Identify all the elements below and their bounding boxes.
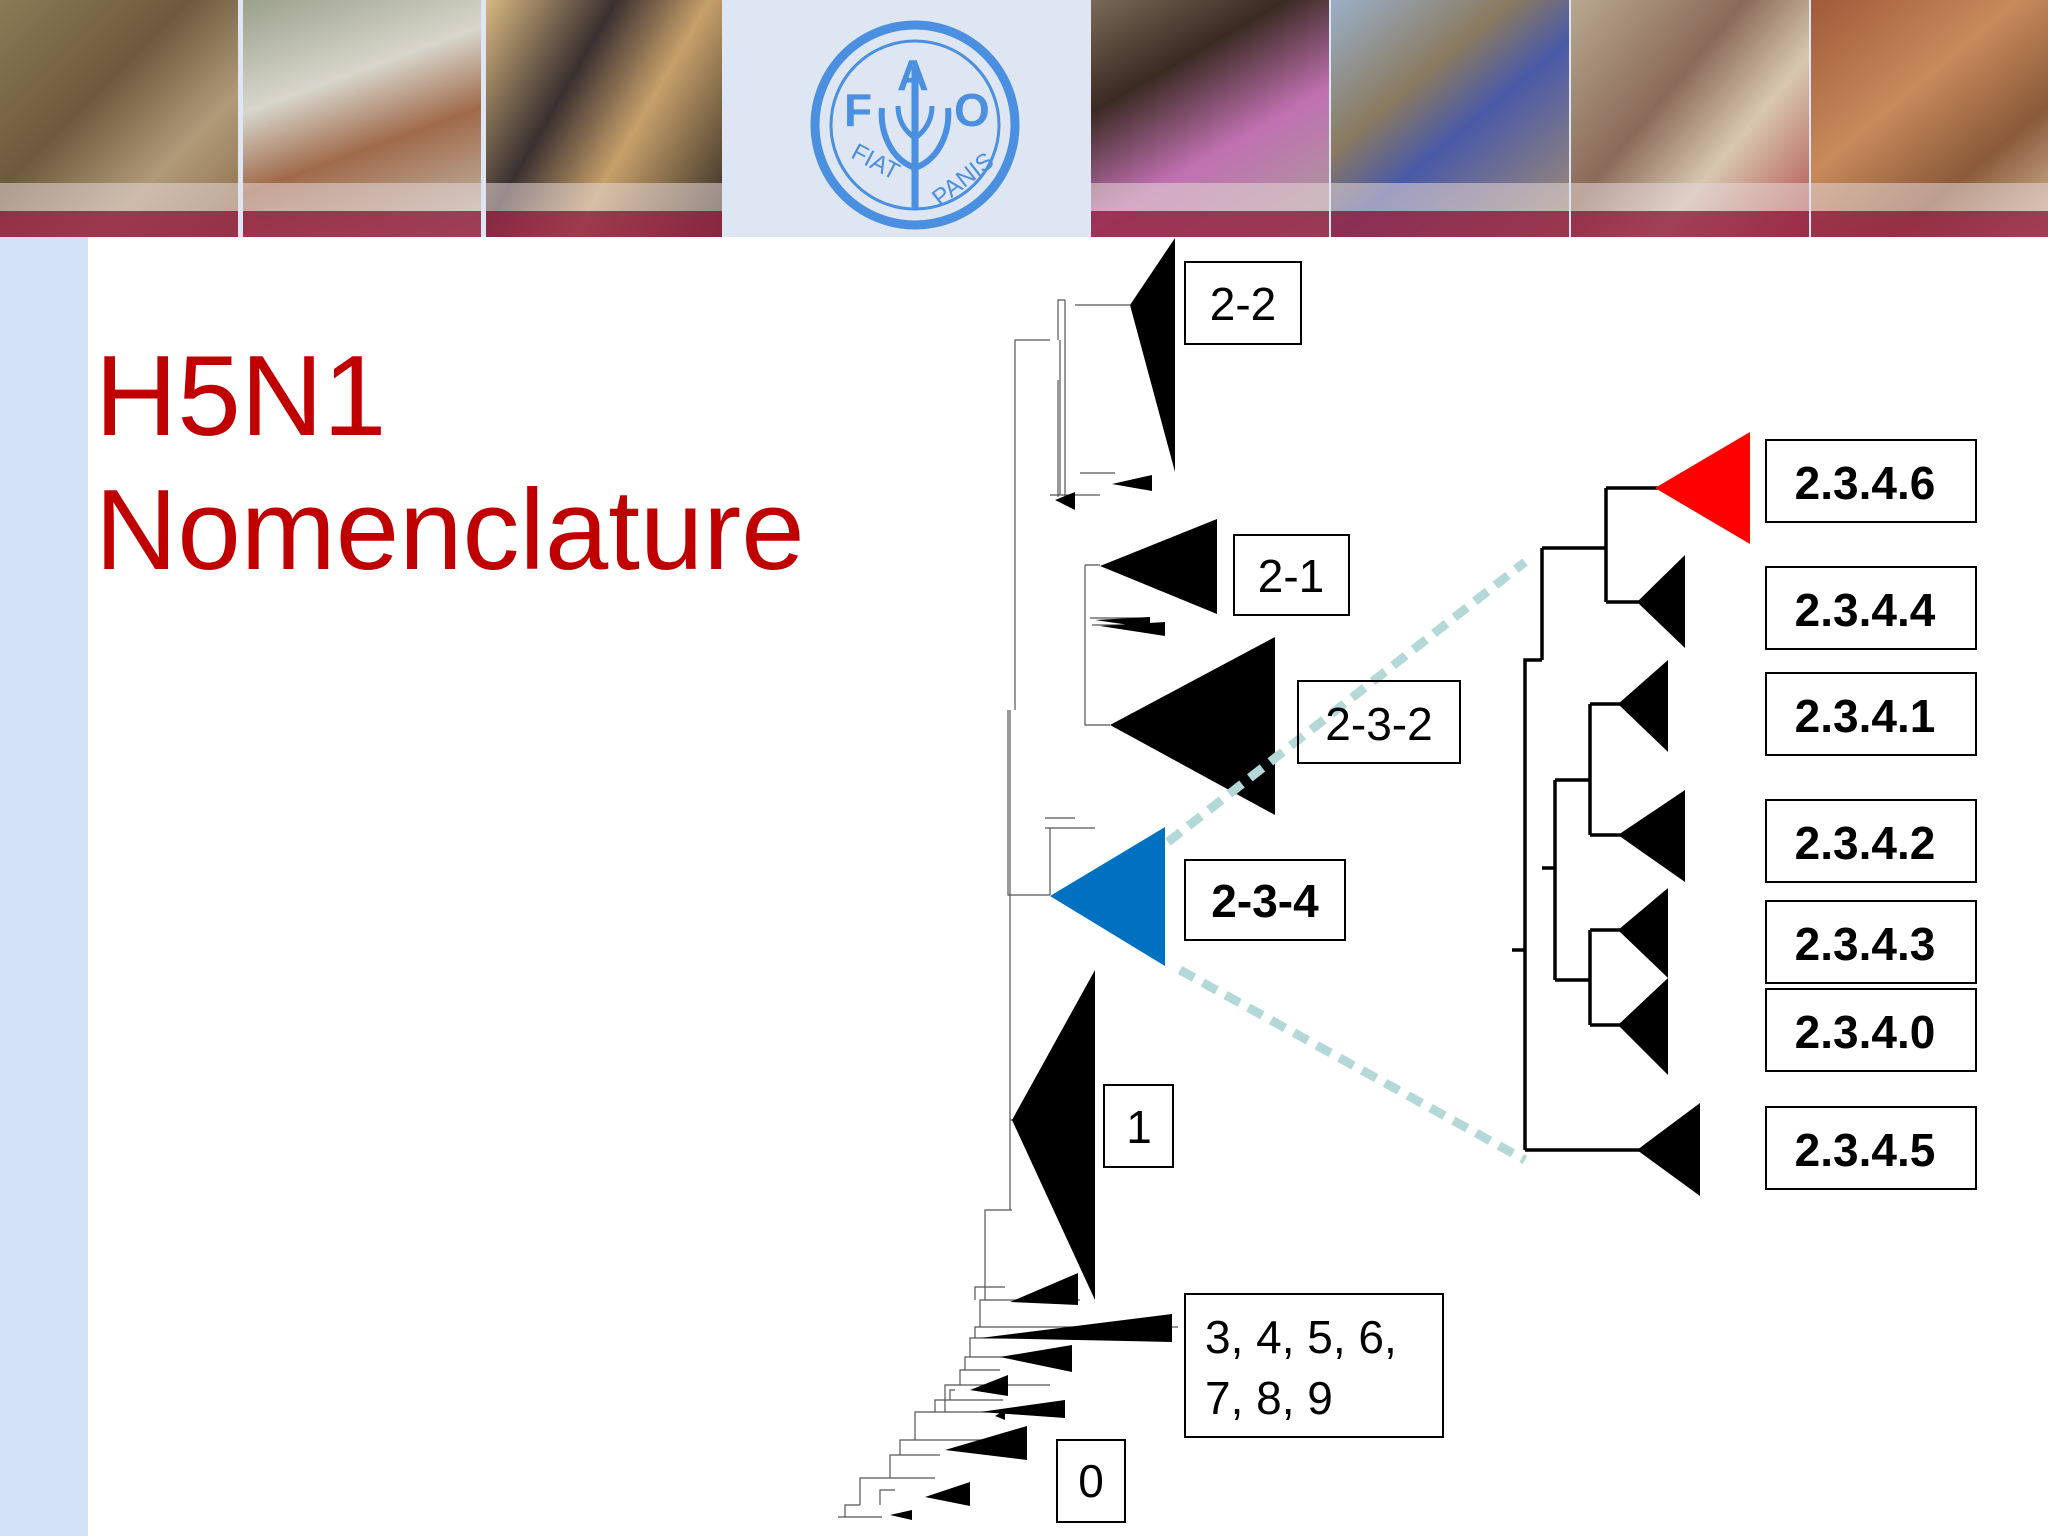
wedge-2.3.4.1 <box>1618 660 1668 752</box>
clade-label-2-3-4: 2-3-4 <box>1211 875 1319 927</box>
subclade-label-2.3.4.1: 2.3.4.1 <box>1795 690 1936 742</box>
wedge-0 <box>925 1482 970 1506</box>
wedge-2-3-4-highlighted <box>1050 827 1165 966</box>
wedge-2.3.4.6 <box>1655 432 1750 544</box>
wedge-2-3-2 <box>1110 637 1275 815</box>
clade-label-2-3-2: 2-3-2 <box>1325 698 1432 750</box>
subclade-label-2.3.4.3: 2.3.4.3 <box>1795 918 1936 970</box>
wedge-2-1-small-b <box>1100 622 1165 636</box>
subtree-clade-labels: 2.3.4.6 2.3.4.4 2.3.4.1 2.3.4.2 2.3.4.3 … <box>1766 440 1976 1189</box>
wedge-2.3.4.0 <box>1618 978 1668 1075</box>
subclade-label-2.3.4.2: 2.3.4.2 <box>1795 817 1936 869</box>
wedge-7 <box>1010 1273 1078 1305</box>
wedge-3 <box>945 1426 1027 1460</box>
wedge-2-1 <box>1100 519 1217 614</box>
wedge-2.3.4.2 <box>1618 790 1685 882</box>
clade-label-0: 0 <box>1078 1455 1104 1507</box>
clade-label-3-to-9-line-2: 7, 8, 9 <box>1205 1372 1333 1424</box>
wedge-2.3.4.3 <box>1618 888 1668 978</box>
wedge-8 <box>980 1400 1065 1418</box>
wedge-1 <box>1012 970 1095 1300</box>
subclade-label-2.3.4.4: 2.3.4.4 <box>1795 584 1936 636</box>
clade-label-1: 1 <box>1126 1101 1152 1153</box>
subtree-branches <box>1512 488 1660 1150</box>
subclade-label-2.3.4.5: 2.3.4.5 <box>1795 1124 1936 1176</box>
wedge-2.3.4.4 <box>1637 555 1685 648</box>
subtree-clade-wedges <box>1618 432 1750 1196</box>
wedge-2-2-small <box>1112 475 1152 491</box>
subclade-label-2.3.4.0: 2.3.4.0 <box>1795 1006 1936 1058</box>
wedge-3-to-9-large <box>980 1314 1172 1342</box>
wedge-5-6 <box>1000 1345 1072 1372</box>
wedge-2.3.4.5 <box>1637 1103 1700 1196</box>
clade-label-2-2: 2-2 <box>1210 278 1276 330</box>
clade-label-2-1: 2-1 <box>1258 550 1324 602</box>
wedge-root-small <box>890 1510 912 1520</box>
subclade-label-2.3.4.6: 2.3.4.6 <box>1795 457 1936 509</box>
clade-label-3-to-9-line-1: 3, 4, 5, 6, <box>1205 1311 1397 1363</box>
wedge-2-2 <box>1130 238 1175 472</box>
